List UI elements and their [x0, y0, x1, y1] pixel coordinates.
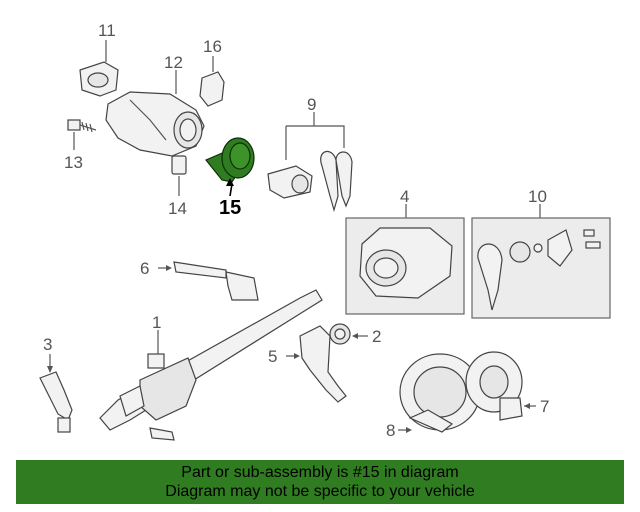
- part-7-8-clockspring: [398, 351, 536, 433]
- label-5: 5: [268, 347, 277, 366]
- label-11: 11: [98, 21, 116, 40]
- label-8: 8: [386, 421, 395, 440]
- part-1-column: [99, 289, 323, 441]
- label-16: 16: [203, 37, 222, 56]
- label-6: 6: [140, 259, 149, 278]
- banner-line-1: Part or sub-assembly is #15 in diagram: [181, 464, 459, 481]
- info-banner: Part or sub-assembly is #15 in diagram D…: [16, 460, 624, 504]
- part-4-box: [345, 204, 465, 315]
- part-2-ring: [329, 323, 368, 345]
- part-11-lock-housing: [79, 40, 119, 97]
- label-13: 13: [64, 153, 83, 172]
- banner-line-2: Diagram may not be specific to your vehi…: [165, 483, 475, 500]
- label-2: 2: [372, 327, 381, 346]
- label-10: 10: [528, 187, 547, 206]
- label-3: 3: [43, 335, 52, 354]
- part-5-switch: [286, 325, 347, 403]
- label-9: 9: [307, 95, 316, 114]
- label-14: 14: [168, 199, 187, 218]
- part-6-stalk: [158, 261, 259, 301]
- part-14-bulb: [171, 155, 187, 196]
- label-12: 12: [164, 53, 183, 72]
- label-4: 4: [400, 187, 409, 206]
- label-1: 1: [152, 313, 161, 332]
- part-16-switch: [199, 56, 225, 107]
- label-7: 7: [540, 397, 549, 416]
- part-10-box: [471, 204, 611, 319]
- part-13-screw: [67, 119, 97, 150]
- label-15: 15: [219, 197, 241, 219]
- part-9-key-set: [267, 112, 353, 213]
- part-3-lever: [39, 354, 73, 433]
- part-15-highlighted: [205, 137, 255, 197]
- part-12-housing: [105, 70, 205, 157]
